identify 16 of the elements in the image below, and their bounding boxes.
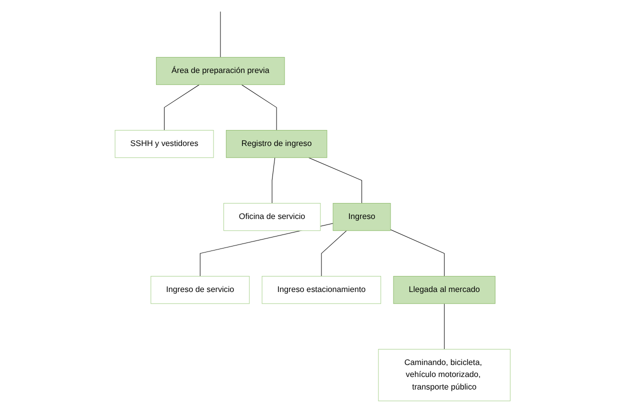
node-box: Área de preparación previa bbox=[156, 57, 285, 85]
node-box: Caminando, bicicleta, vehículo motorizado, transporte público bbox=[378, 348, 510, 402]
connector bbox=[321, 230, 347, 276]
connector bbox=[308, 157, 362, 204]
node-box: Ingreso bbox=[332, 203, 391, 231]
node-box: SSHH y vestidores bbox=[114, 130, 214, 158]
connector bbox=[241, 84, 277, 131]
connector bbox=[272, 157, 275, 204]
node-box: Ingreso estacionamiento bbox=[262, 276, 381, 304]
connector bbox=[220, 11, 221, 58]
node-box: Ingreso de servicio bbox=[150, 276, 250, 304]
node-box: Oficina de servicio bbox=[223, 203, 320, 231]
connector bbox=[164, 84, 200, 131]
node-box: Llegada al mercado bbox=[393, 276, 496, 304]
node-box: Registro de ingreso bbox=[226, 130, 328, 158]
connector bbox=[390, 229, 444, 276]
